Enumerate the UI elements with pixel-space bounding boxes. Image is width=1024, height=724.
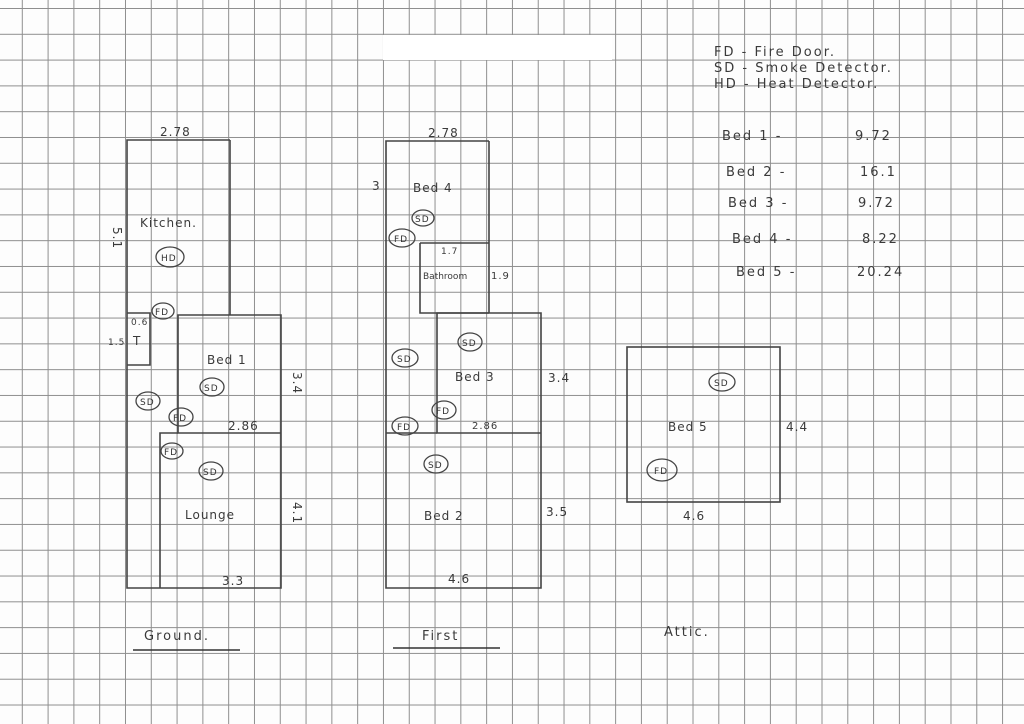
lounge-width: 3.3 bbox=[222, 574, 244, 588]
svg-text:FD: FD bbox=[436, 407, 450, 417]
svg-text:FD: FD bbox=[654, 467, 668, 477]
bed4-width: 2.78 bbox=[428, 126, 459, 140]
fire-door-icon: FD bbox=[151, 302, 175, 320]
fire-door-icon: FD bbox=[391, 416, 419, 436]
legend-sd: SD - Smoke Detector. bbox=[714, 61, 893, 76]
area-value: 8.22 bbox=[862, 232, 899, 247]
fire-door-icon: FD bbox=[168, 407, 194, 427]
area-value: 16.1 bbox=[860, 165, 897, 180]
svg-text:SD: SD bbox=[714, 379, 729, 389]
area-room: Bed 5 - bbox=[736, 265, 796, 280]
first-floor-plan: 2.78 3 Bed 4 1.7 Bathroom 1.9 Bed 3 3.4 … bbox=[372, 126, 570, 649]
svg-text:FD: FD bbox=[173, 414, 187, 424]
svg-text:FD: FD bbox=[155, 308, 169, 318]
svg-text:SD: SD bbox=[140, 398, 155, 408]
area-list: Bed 1 - 9.72 Bed 2 - 16.1 Bed 3 - 9.72 B… bbox=[722, 129, 904, 280]
fire-door-icon: FD bbox=[388, 228, 416, 248]
attic-plan: Bed 5 4.4 4.6 SD FD Attic. bbox=[626, 346, 808, 640]
attic-title: Attic. bbox=[664, 625, 710, 640]
smoke-detector-icon: SD bbox=[199, 377, 225, 397]
svg-text:FD: FD bbox=[164, 448, 178, 458]
area-value: 9.72 bbox=[858, 196, 895, 211]
smoke-detector-icon: SD bbox=[411, 209, 435, 227]
area-room: Bed 2 - bbox=[726, 165, 786, 180]
legend: FD - Fire Door. SD - Smoke Detector. HD … bbox=[714, 45, 893, 92]
bathroom-width: 1.7 bbox=[441, 247, 458, 257]
svg-text:SD: SD bbox=[415, 215, 430, 225]
area-value: 9.72 bbox=[855, 129, 892, 144]
bed2-length: 3.5 bbox=[546, 505, 568, 519]
fire-door-icon: FD bbox=[160, 442, 184, 460]
fire-door-icon: FD bbox=[646, 458, 678, 482]
svg-text:SD: SD bbox=[428, 461, 443, 471]
lounge-label: Lounge bbox=[185, 508, 235, 522]
ground-floor-title: Ground. bbox=[144, 629, 210, 644]
bed1-length: 3.4 bbox=[290, 372, 304, 394]
smoke-detector-icon: SD bbox=[135, 391, 161, 411]
bed3-label: Bed 3 bbox=[455, 370, 495, 384]
svg-text:SD: SD bbox=[203, 468, 218, 478]
smoke-detector-icon: SD bbox=[198, 461, 224, 481]
svg-text:FD: FD bbox=[397, 423, 411, 433]
bed5-width: 4.6 bbox=[683, 509, 705, 523]
bed4-length: 3 bbox=[372, 179, 381, 193]
smoke-detector-icon: SD bbox=[457, 332, 483, 352]
redacted-box bbox=[383, 35, 612, 60]
area-room: Bed 4 - bbox=[732, 232, 792, 247]
lounge-length: 4.1 bbox=[290, 502, 304, 524]
kitchen-length: 5.1 bbox=[110, 227, 124, 249]
bed2-width: 4.6 bbox=[448, 572, 470, 586]
toilet-width: 0.6 bbox=[131, 318, 148, 328]
bed3-length: 3.4 bbox=[548, 371, 570, 385]
bed1-width: 2.86 bbox=[228, 419, 259, 433]
bed1-label: Bed 1 bbox=[207, 353, 247, 367]
kitchen-label: Kitchen. bbox=[140, 216, 197, 230]
area-room: Bed 3 - bbox=[728, 196, 788, 211]
area-room: Bed 1 - bbox=[722, 129, 782, 144]
svg-text:FD: FD bbox=[394, 235, 408, 245]
fire-door-icon: FD bbox=[431, 400, 457, 420]
bed5-label: Bed 5 bbox=[668, 420, 708, 434]
bed3-width: 2.86 bbox=[472, 421, 498, 432]
smoke-detector-icon: SD bbox=[423, 454, 449, 474]
svg-text:SD: SD bbox=[204, 384, 219, 394]
legend-fd: FD - Fire Door. bbox=[714, 45, 836, 60]
toilet-length: 1.5 bbox=[108, 338, 125, 348]
kitchen-width: 2.78 bbox=[160, 125, 191, 139]
svg-text:HD: HD bbox=[161, 254, 177, 264]
area-value: 20.24 bbox=[857, 265, 904, 280]
toilet-label: T bbox=[132, 334, 141, 348]
legend-hd: HD - Heat Detector. bbox=[714, 77, 879, 92]
bathroom-label: Bathroom bbox=[423, 272, 467, 282]
first-floor-title: First bbox=[422, 629, 459, 644]
smoke-detector-icon: SD bbox=[708, 372, 736, 392]
bathroom-length: 1.9 bbox=[491, 271, 510, 282]
ground-floor-plan: 2.78 5.1 Kitchen. 0.6 1.5 T Bed 1 2.86 3… bbox=[108, 125, 304, 651]
bed5-length: 4.4 bbox=[786, 420, 808, 434]
heat-detector-icon: HD bbox=[155, 246, 185, 268]
bed2-label: Bed 2 bbox=[424, 509, 464, 523]
svg-text:SD: SD bbox=[462, 339, 477, 349]
smoke-detector-icon: SD bbox=[391, 348, 419, 368]
bed4-label: Bed 4 bbox=[413, 181, 453, 195]
svg-text:SD: SD bbox=[397, 355, 412, 365]
